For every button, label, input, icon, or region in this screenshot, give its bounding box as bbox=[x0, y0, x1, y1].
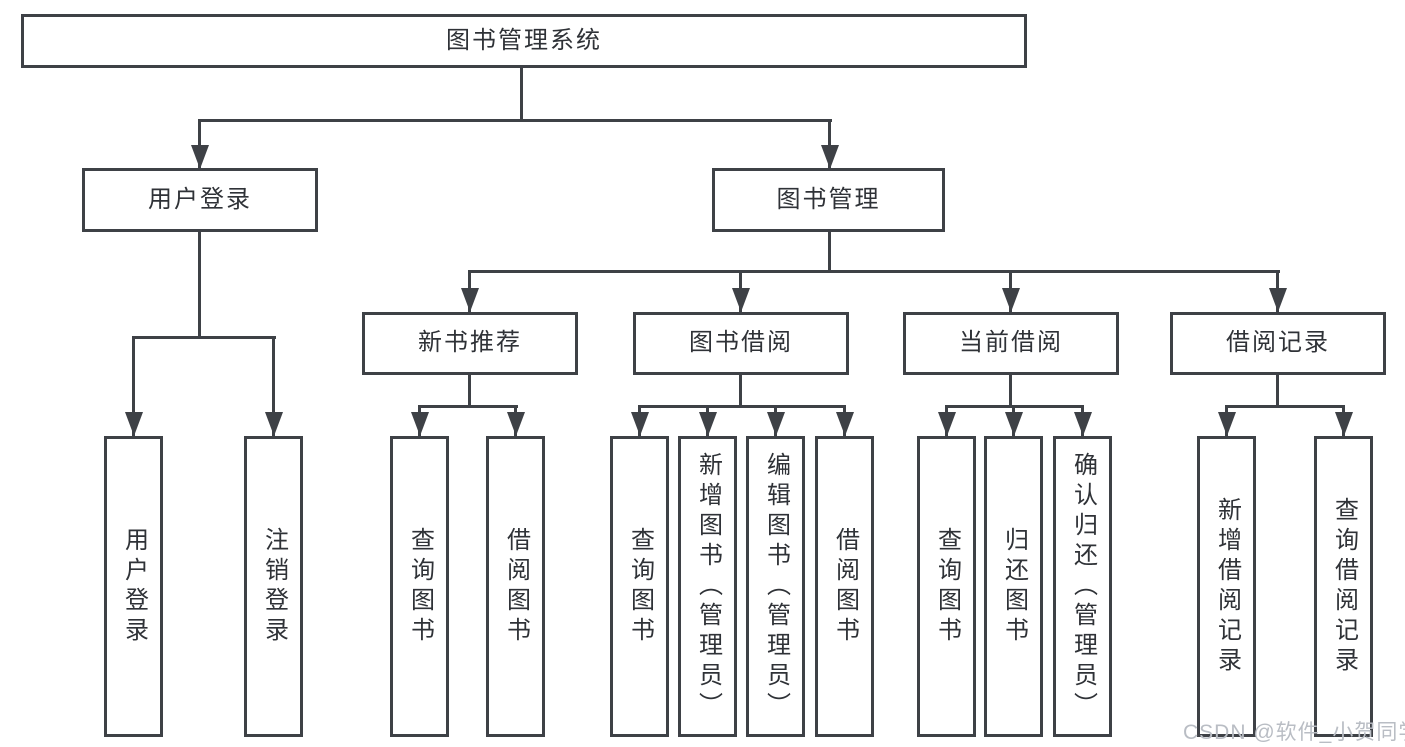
connector-new-book-branch bbox=[418, 405, 518, 408]
connector-current-borrowing-drop bbox=[1009, 375, 1012, 407]
connector-root-branch bbox=[198, 119, 832, 122]
arrow-to-leaf-query-books-2 bbox=[630, 405, 649, 436]
leaf-confirm-return-admin-label: 确认归还（管理员） bbox=[1069, 451, 1097, 722]
arrow-to-leaf-add-borrow-record bbox=[1217, 405, 1236, 436]
arrow-to-leaf-query-books-1 bbox=[410, 405, 429, 436]
arrow-to-leaf-user-login bbox=[124, 336, 143, 436]
leaf-query-borrow-record-label: 查询借阅记录 bbox=[1330, 496, 1358, 677]
leaf-add-books-admin: 新增图书（管理员） bbox=[678, 436, 737, 737]
node-borrowing-records: 借阅记录 bbox=[1170, 312, 1386, 375]
node-book-management: 图书管理 bbox=[712, 168, 945, 232]
arrow-to-leaf-add-books bbox=[698, 405, 717, 436]
leaf-borrow-books-1-label: 借阅图书 bbox=[502, 526, 530, 647]
leaf-add-borrow-record-label: 新增借阅记录 bbox=[1213, 496, 1241, 677]
leaf-query-books-2: 查询图书 bbox=[610, 436, 669, 737]
leaf-add-books-admin-label: 新增图书（管理员） bbox=[694, 451, 722, 722]
node-user-login-label: 用户登录 bbox=[148, 185, 252, 213]
arrow-to-book-borrowing bbox=[731, 271, 750, 312]
connector-root-drop bbox=[520, 66, 523, 121]
leaf-query-books-1-label: 查询图书 bbox=[406, 526, 434, 647]
leaf-borrow-books-2-label: 借阅图书 bbox=[831, 526, 859, 647]
connector-book-borrowing-branch bbox=[638, 405, 846, 408]
connector-book-management-branch bbox=[468, 270, 1280, 273]
arrow-to-leaf-query-books-3 bbox=[937, 405, 956, 436]
node-book-borrowing: 图书借阅 bbox=[633, 312, 849, 375]
arrow-to-leaf-borrow-books-1 bbox=[506, 405, 525, 436]
leaf-confirm-return-admin: 确认归还（管理员） bbox=[1053, 436, 1112, 737]
connector-book-management-drop bbox=[828, 232, 831, 272]
arrow-to-leaf-return-books bbox=[1004, 405, 1023, 436]
arrow-to-leaf-borrow-books-2 bbox=[835, 405, 854, 436]
node-new-book-recommendation-label: 新书推荐 bbox=[418, 329, 522, 357]
leaf-query-books-3: 查询图书 bbox=[917, 436, 976, 737]
leaf-user-login-label: 用户登录 bbox=[120, 526, 148, 647]
arrow-to-current-borrowing bbox=[1001, 271, 1020, 312]
leaf-query-books-2-label: 查询图书 bbox=[626, 526, 654, 647]
watermark: CSDN @软件_小贺同学 bbox=[1183, 721, 1405, 744]
leaf-return-books-label: 归还图书 bbox=[1000, 526, 1028, 647]
leaf-query-borrow-record: 查询借阅记录 bbox=[1314, 436, 1373, 737]
arrow-to-book-management bbox=[820, 119, 839, 169]
leaf-borrow-books-1: 借阅图书 bbox=[486, 436, 545, 737]
connector-user-login-drop bbox=[198, 232, 201, 338]
node-root-label: 图书管理系统 bbox=[446, 26, 602, 54]
leaf-edit-books-admin-label: 编辑图书（管理员） bbox=[762, 451, 790, 722]
connector-borrowing-records-branch bbox=[1225, 405, 1345, 408]
arrow-to-new-book-recommendation bbox=[460, 271, 479, 312]
leaf-borrow-books-2: 借阅图书 bbox=[815, 436, 874, 737]
node-user-login: 用户登录 bbox=[82, 168, 318, 232]
connector-user-login-branch bbox=[132, 336, 276, 339]
node-root: 图书管理系统 bbox=[21, 14, 1027, 68]
node-book-borrowing-label: 图书借阅 bbox=[689, 329, 793, 357]
arrow-to-leaf-confirm-return bbox=[1073, 405, 1092, 436]
leaf-edit-books-admin: 编辑图书（管理员） bbox=[746, 436, 805, 737]
arrow-to-leaf-query-borrow-record bbox=[1334, 405, 1353, 436]
arrow-to-leaf-logout bbox=[264, 336, 283, 436]
arrow-to-leaf-edit-books bbox=[766, 405, 785, 436]
connector-borrowing-records-drop bbox=[1276, 375, 1279, 407]
arrow-to-user-login bbox=[190, 119, 209, 169]
node-current-borrowing: 当前借阅 bbox=[903, 312, 1119, 375]
leaf-add-borrow-record: 新增借阅记录 bbox=[1197, 436, 1256, 737]
leaf-user-login: 用户登录 bbox=[104, 436, 163, 737]
leaf-query-books-3-label: 查询图书 bbox=[933, 526, 961, 647]
node-book-management-label: 图书管理 bbox=[776, 185, 881, 213]
leaf-logout: 注销登录 bbox=[244, 436, 303, 737]
node-borrowing-records-label: 借阅记录 bbox=[1226, 329, 1330, 357]
node-current-borrowing-label: 当前借阅 bbox=[959, 329, 1063, 357]
node-new-book-recommendation: 新书推荐 bbox=[362, 312, 578, 375]
leaf-query-books-1: 查询图书 bbox=[390, 436, 449, 737]
leaf-return-books: 归还图书 bbox=[984, 436, 1043, 737]
connector-new-book-drop bbox=[468, 375, 471, 407]
connector-book-borrowing-drop bbox=[739, 375, 742, 407]
leaf-logout-label: 注销登录 bbox=[260, 526, 288, 647]
arrow-to-borrowing-records bbox=[1268, 271, 1287, 312]
